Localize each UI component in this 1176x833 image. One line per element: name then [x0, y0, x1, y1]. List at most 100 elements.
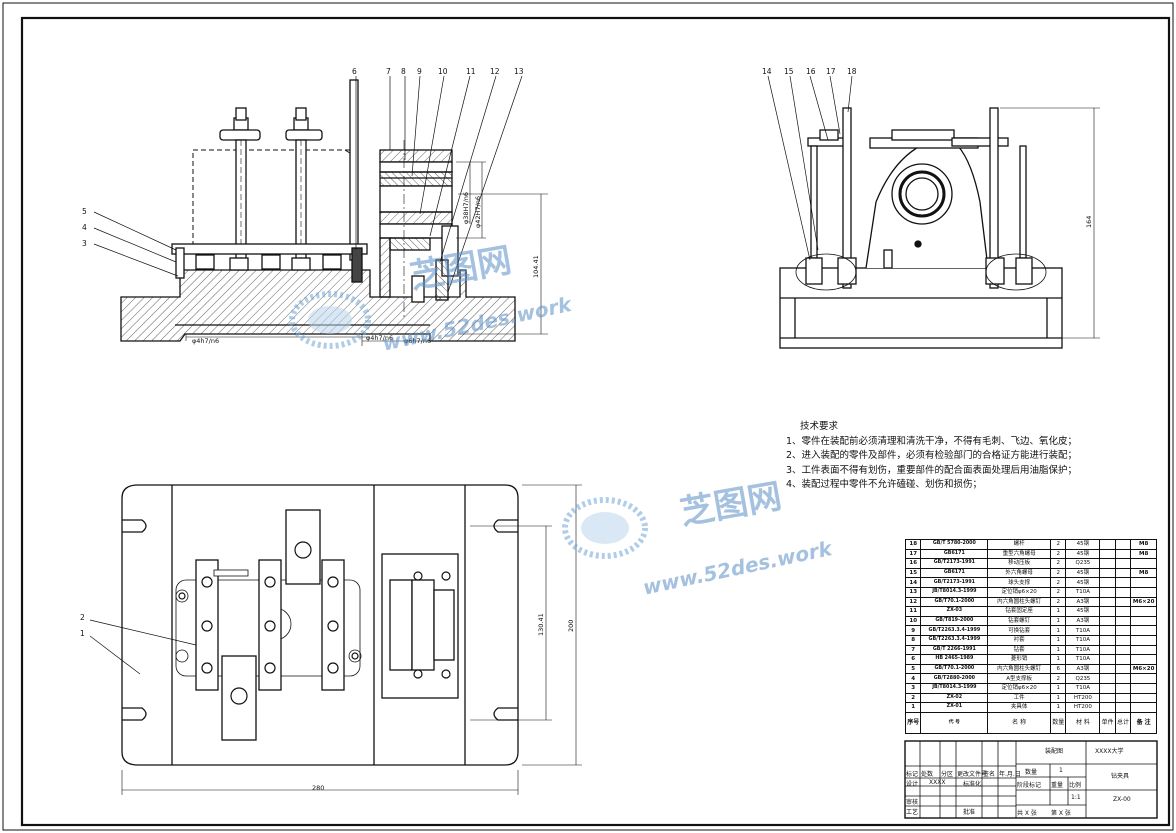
bom-cell-no: 3: [904, 682, 922, 694]
bom-cell-rm: [1130, 682, 1157, 694]
bom-cell-rm: [1130, 692, 1157, 704]
label-10: 10: [438, 67, 448, 76]
bom-cell-cd: GB/T819-2000: [920, 615, 989, 627]
bom-cell-w2: [1114, 586, 1132, 598]
bom-cell-cd: GB6171: [920, 548, 989, 560]
bom-cell-q: 1: [1049, 692, 1067, 704]
bom-cell-w2: [1114, 539, 1132, 550]
bom-cell-nm: A型支撑板: [987, 673, 1051, 684]
title-block: 装配图 XXXX大学 数量 1 钻夹具 阶段标记 重量 比例 1:1 ZX-00…: [905, 741, 1157, 818]
plan-view: [89, 484, 582, 795]
bom-cell-rm: [1130, 577, 1157, 588]
tb-col-sign: 签名: [983, 771, 996, 778]
bom-cell-no: 4: [904, 673, 922, 684]
bom-cell-q: 2: [1049, 673, 1067, 684]
tb-std: 标准化: [963, 781, 982, 788]
tb-col-count: 处数: [921, 771, 934, 778]
label-15: 15: [784, 67, 794, 76]
bom-cell-nm: 定位销φ6×20: [987, 586, 1051, 598]
bom-cell-nm: 菱形销: [987, 654, 1051, 665]
bom-cell-w1: [1099, 654, 1116, 665]
label-8: 8: [401, 67, 406, 76]
label-7: 7: [386, 67, 391, 76]
bom-cell-w1: [1099, 682, 1116, 694]
bom-cell-m: 45钢: [1065, 539, 1101, 550]
bom-cell-no: 12: [904, 596, 922, 608]
watermark-url-2: www.52des.work: [641, 536, 836, 600]
tech-title: 技术要求: [800, 421, 839, 432]
bom-head-name: 名 称: [987, 711, 1051, 734]
bom-cell-m: 45钢: [1065, 567, 1101, 579]
bom-cell-m: 45钢: [1065, 606, 1101, 617]
bom-cell-w2: [1114, 634, 1132, 646]
front-view-labels: 6 7 8 9 10 11 12 13 5 4 3 φ4h7/n6 φ4h7/n…: [82, 67, 540, 345]
bom-cell-nm: 钻套固定座: [987, 606, 1051, 617]
bom-head-mat: 材 料: [1065, 711, 1101, 734]
tb-sheet-no: 第 X 张: [1051, 810, 1071, 817]
bom-cell-cd: GB/T2173-1991: [920, 558, 989, 569]
bom-cell-rm: M8: [1130, 548, 1157, 560]
bom-cell-cd: JB/T8014.3-1999: [920, 682, 989, 694]
bom-cell-nm: 夹具体: [987, 702, 1051, 713]
tb-row-craft: 工艺: [906, 809, 919, 816]
bom-head-no: 序号: [904, 711, 922, 734]
dim-front-v2: φ42H7/n6: [474, 196, 482, 228]
bom-cell-w2: [1114, 606, 1132, 617]
bom-cell-m: 45钢: [1065, 577, 1101, 588]
label-9: 9: [417, 67, 422, 76]
bom-cell-nm: 螺杆: [987, 539, 1051, 550]
side-view-labels: 14 15 16 17 18 164: [762, 67, 1093, 228]
bom-cell-m: T10A: [1065, 654, 1101, 665]
tech-requirements: 技术要求 1、零件在装配前必须清理和清洗干净，不得有毛刺、飞边、氧化皮； 2、进…: [786, 420, 1106, 493]
bom-cell-q: 2: [1049, 577, 1067, 588]
bom-cell-no: 8: [904, 634, 922, 646]
bom-cell-no: 1: [904, 702, 922, 713]
tb-school: XXXX大学: [1095, 748, 1124, 755]
bom-cell-w2: [1114, 682, 1132, 694]
bom-cell-w1: [1099, 702, 1116, 713]
bom-cell-rm: M6×20: [1130, 663, 1157, 675]
bom-cell-m: T10A: [1065, 586, 1101, 598]
bom-cell-no: 17: [904, 548, 922, 560]
tb-col-date: 年.月.日: [999, 771, 1021, 778]
dim-plan-inner: 130.41: [537, 613, 545, 636]
bom-cell-q: 2: [1049, 596, 1067, 608]
bom-cell-q: 1: [1049, 682, 1067, 694]
bom-cell-m: Q235: [1065, 558, 1101, 569]
dim-front-v1: φ38H7/n6: [462, 192, 470, 224]
tb-approve: 批准: [963, 809, 976, 816]
label-11: 11: [466, 67, 476, 76]
bom-cell-no: 5: [904, 663, 922, 675]
label-18: 18: [847, 67, 857, 76]
bom-cell-w2: [1114, 558, 1132, 569]
bom-cell-rm: [1130, 634, 1157, 646]
bom-cell-w2: [1114, 692, 1132, 704]
bom-cell-w2: [1114, 548, 1132, 560]
bom-cell-m: A3钢: [1065, 596, 1101, 608]
bom-cell-rm: [1130, 558, 1157, 569]
bom-cell-w1: [1099, 577, 1116, 588]
bom-cell-w1: [1099, 673, 1116, 684]
bom-cell-m: Q235: [1065, 673, 1101, 684]
bom-cell-cd: GB/T2263.3.4-1999: [920, 634, 989, 646]
tb-designer: XXXX: [929, 779, 946, 786]
bom-cell-w1: [1099, 692, 1116, 704]
bom-cell-rm: [1130, 586, 1157, 598]
bom-cell-m: HT200: [1065, 692, 1101, 704]
bom-cell-rm: M6×20: [1130, 596, 1157, 608]
bom-cell-no: 18: [904, 539, 922, 550]
dim-front-h1: 104.41: [532, 255, 540, 278]
bom-cell-nm: 钻套螺钉: [987, 615, 1051, 627]
tb-scale-label: 比例: [1069, 782, 1082, 789]
bom-cell-cd: GB/T70.1-2000: [920, 596, 989, 608]
bom-cell-q: 2: [1049, 558, 1067, 569]
bom-cell-nm: 外六角螺母: [987, 567, 1051, 579]
bom-cell-nm: 内六角圆柱头螺钉: [987, 596, 1051, 608]
bom-cell-w1: [1099, 596, 1116, 608]
